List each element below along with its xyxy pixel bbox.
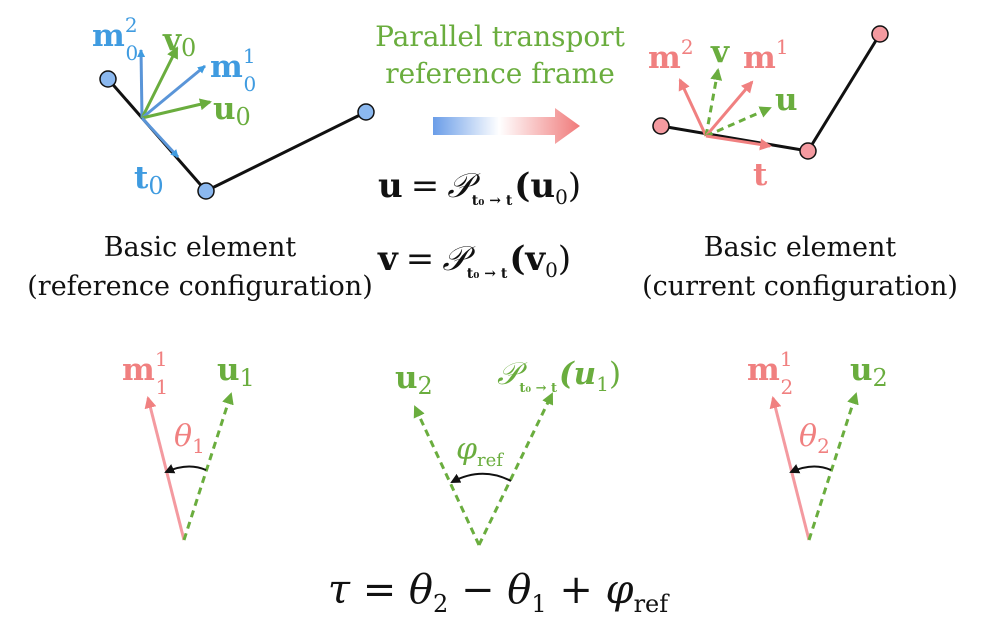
tau-equation: τ = θ2 − θ1 + φref [328, 567, 670, 618]
u0-label: u0 [213, 91, 251, 131]
transported-u1-label: 𝒫t₀ → t(u1) [497, 356, 621, 396]
transport-title-line2: reference frame [385, 57, 615, 90]
v0-arrow [140, 46, 179, 119]
t-label: t [753, 157, 768, 193]
reference-node-1 [99, 70, 117, 88]
equation-u: u=𝒫t₀ → t(u0) [378, 166, 581, 209]
equation-v: v=𝒫t₀ → t(v0) [377, 239, 571, 282]
u1-label: u1 [217, 352, 255, 392]
t-arrow [705, 134, 772, 151]
m2-label: m2 [648, 35, 694, 76]
transport-title-line1: Parallel transport [375, 20, 626, 53]
t0-label: t0 [134, 160, 164, 200]
u-arrow [705, 106, 772, 138]
current-node-3 [871, 25, 889, 43]
reference-caption-line1: Basic element [104, 232, 297, 263]
u2-mid-label: u2 [395, 360, 433, 400]
v0-label: v0 [162, 22, 196, 62]
theta2-arc [789, 464, 832, 474]
current-caption-line1: Basic element [704, 232, 897, 263]
u1-arrow [182, 392, 234, 541]
current-node-2 [799, 142, 817, 160]
m0-1-arrow [141, 64, 206, 120]
varphi-arc [450, 472, 512, 483]
svg-text:v=𝒫t₀ → t(v0): v=𝒫t₀ → t(v0) [377, 239, 571, 282]
current-caption-line2: (current configuration) [642, 271, 958, 302]
m0-2-arrow [137, 49, 146, 119]
theta2-label: θ2 [799, 419, 830, 458]
gradient-arrow [433, 108, 580, 144]
theta1-label: θ1 [174, 419, 205, 458]
u-label: u [775, 82, 798, 118]
t0-arrow [140, 116, 180, 159]
reference-caption-line2: (reference configuration) [27, 271, 372, 302]
varphi-panel: u2 𝒫t₀ → t(u1) φref [395, 356, 621, 546]
current-element: m2 v m1 u t Basic element (current confi… [642, 25, 958, 302]
current-node-1 [652, 117, 670, 135]
u2-label: u2 [850, 352, 888, 392]
transport-section: Parallel transport reference frame u=𝒫t₀… [375, 20, 626, 282]
m1-label: m1 [743, 35, 789, 76]
theta1-arc [164, 464, 207, 474]
u2-mid-arrow [413, 405, 481, 546]
transported-u1-arrow [477, 392, 554, 546]
m1-arrow [704, 80, 754, 137]
reference-node-2 [197, 182, 215, 200]
u2-arrow [807, 392, 859, 541]
reference-node-3 [357, 103, 375, 121]
m2-arrow [678, 78, 708, 137]
varphi-label: φref [456, 432, 504, 471]
u0-arrow [141, 98, 212, 120]
v-label: v [710, 34, 730, 70]
svg-text:u=𝒫t₀ → t(u0): u=𝒫t₀ → t(u0) [378, 166, 581, 209]
